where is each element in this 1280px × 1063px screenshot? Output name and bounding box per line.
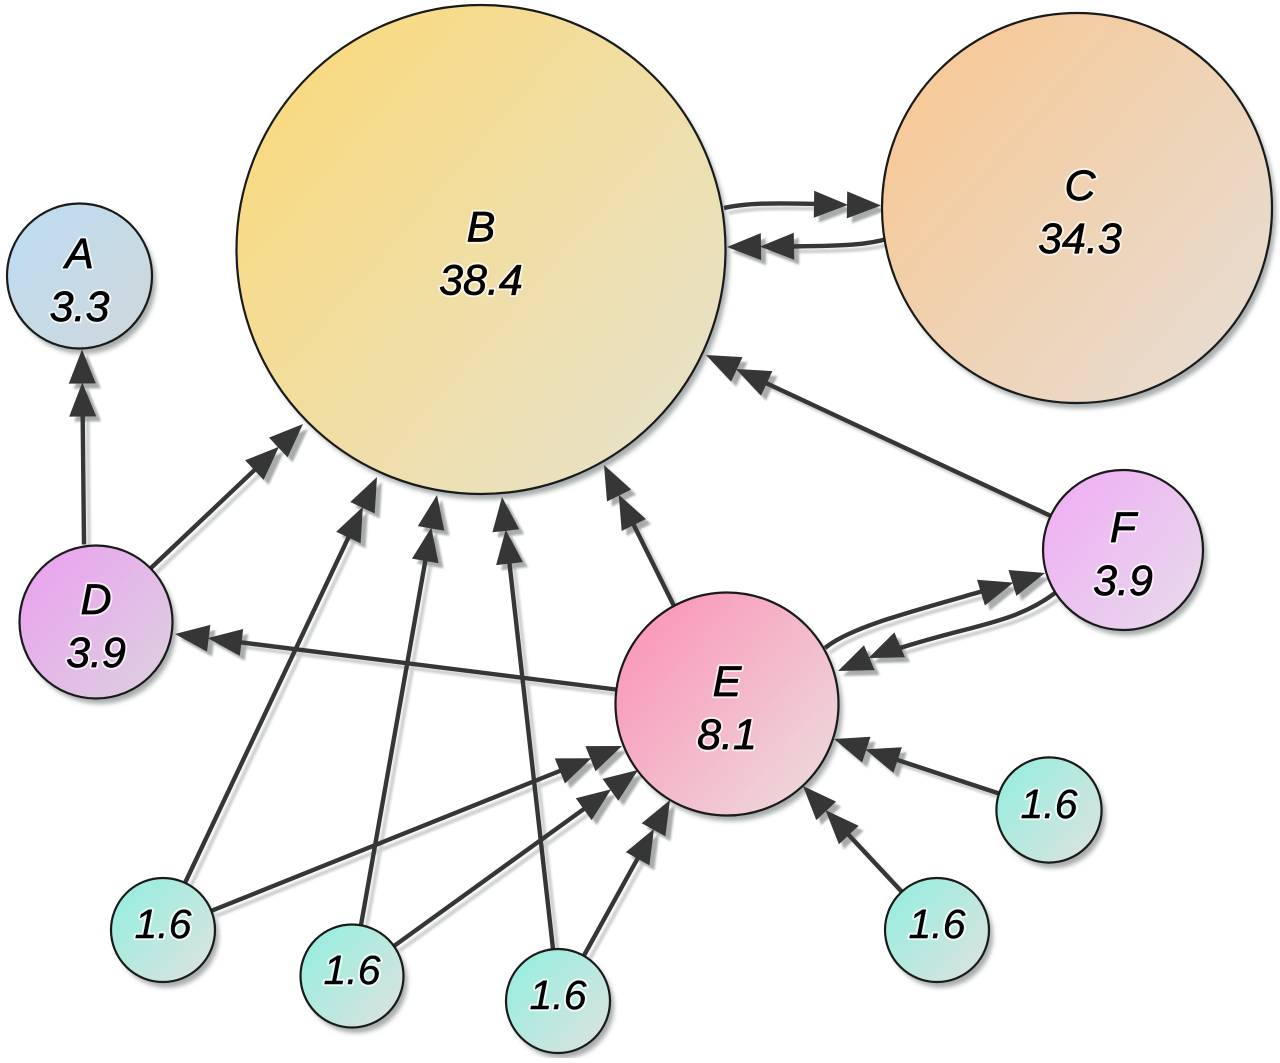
svg-text:3.9: 3.9 xyxy=(1093,557,1153,605)
svg-text:8.1: 8.1 xyxy=(697,711,757,759)
svg-text:1.6: 1.6 xyxy=(1021,781,1078,827)
svg-text:34.3: 34.3 xyxy=(1038,215,1122,263)
svg-text:1.6: 1.6 xyxy=(909,901,966,947)
svg-text:1.6: 1.6 xyxy=(909,901,966,947)
svg-text:8.1: 8.1 xyxy=(697,711,757,759)
svg-text:34.3: 34.3 xyxy=(1038,215,1122,263)
svg-text:C: C xyxy=(1064,162,1096,210)
svg-text:A: A xyxy=(62,230,94,278)
svg-text:1.6: 1.6 xyxy=(324,947,381,993)
svg-text:1.6: 1.6 xyxy=(1021,781,1078,827)
svg-text:38.4: 38.4 xyxy=(439,257,523,305)
svg-text:A: A xyxy=(62,230,94,278)
svg-text:38.4: 38.4 xyxy=(439,257,523,305)
svg-text:3.3: 3.3 xyxy=(50,283,110,331)
svg-text:F: F xyxy=(1110,504,1139,552)
svg-text:B: B xyxy=(467,204,496,252)
svg-text:D: D xyxy=(80,576,111,624)
svg-text:1.6: 1.6 xyxy=(135,901,192,947)
svg-text:C: C xyxy=(1064,162,1096,210)
svg-text:F: F xyxy=(1110,504,1139,552)
svg-text:3.9: 3.9 xyxy=(66,629,126,677)
svg-text:1.6: 1.6 xyxy=(530,972,587,1018)
svg-text:E: E xyxy=(713,658,743,706)
svg-text:3.9: 3.9 xyxy=(66,629,126,677)
svg-text:B: B xyxy=(467,204,496,252)
svg-text:1.6: 1.6 xyxy=(530,972,587,1018)
svg-text:E: E xyxy=(713,658,743,706)
svg-text:3.3: 3.3 xyxy=(50,283,110,331)
svg-text:3.9: 3.9 xyxy=(1093,557,1153,605)
svg-text:1.6: 1.6 xyxy=(324,947,381,993)
svg-text:1.6: 1.6 xyxy=(135,901,192,947)
svg-text:D: D xyxy=(80,576,111,624)
